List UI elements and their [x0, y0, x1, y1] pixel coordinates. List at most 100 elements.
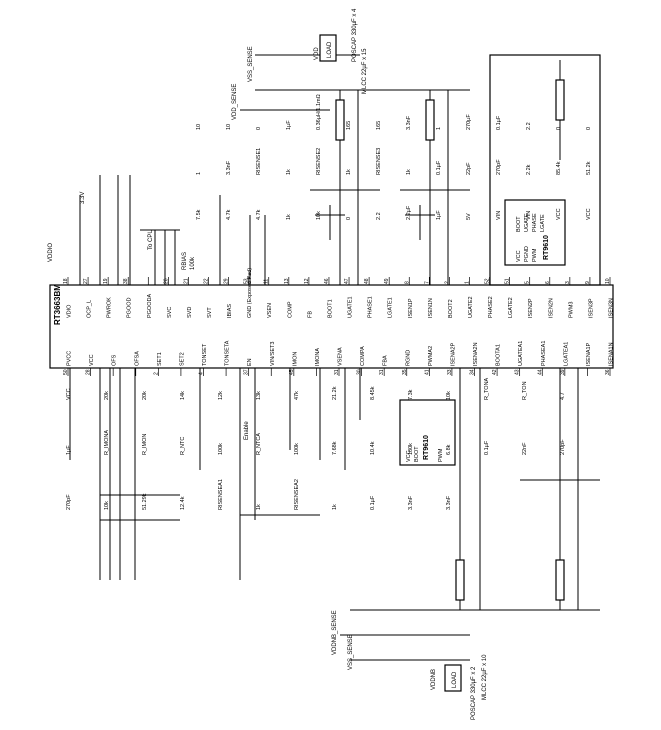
- component-value: 20k: [104, 391, 110, 400]
- component-value: 22nF: [522, 442, 528, 455]
- ic-pin-number: 4: [199, 372, 205, 375]
- ic-pin-label: VSEN: [267, 303, 273, 318]
- ic-pin-label: TONSETA: [225, 340, 231, 366]
- ic-pin-number: 46: [324, 278, 330, 284]
- component-value: RISENSE1: [256, 148, 262, 175]
- main-ic-body: [49, 284, 614, 369]
- vddnb-label: VDDNB: [431, 669, 437, 690]
- ic-pin-label: ISEN2N: [548, 298, 554, 318]
- driver-top-pin-vcc: VCC: [516, 250, 522, 262]
- component-value: RISENSE2: [316, 148, 322, 175]
- phase1-block: [300, 89, 380, 285]
- phase2-inductor: [425, 99, 435, 141]
- component-value: 13k: [256, 391, 262, 400]
- rbias-label: RBIAS: [182, 252, 188, 270]
- component-value: 2.2k: [526, 164, 532, 175]
- ic-pin-label: PWM3: [568, 302, 574, 319]
- vdd-poscap-label: POSCAP 330µF x 4: [352, 8, 358, 62]
- component-value: 1µF: [286, 120, 292, 130]
- ic-pin-label: PWROK: [107, 297, 113, 318]
- ic-pin-label: OFS: [112, 354, 118, 366]
- ic-pin-label: VDIO: [67, 304, 73, 318]
- ic-pin-label: PHASEA1: [541, 341, 547, 366]
- ic-pin-number: 7: [424, 281, 430, 284]
- ic-pin-label: OCP_L: [87, 300, 93, 318]
- driver-bottom-box: [399, 399, 456, 466]
- component-value: VCC: [586, 208, 592, 220]
- ic-pin-number: 38: [123, 278, 129, 284]
- component-value: R_NTC: [180, 437, 186, 455]
- vss-sense-bottom-label: VSS_SENSE: [348, 634, 354, 670]
- component-value: 270pF: [496, 159, 502, 175]
- v33-label: 3.3V: [80, 192, 86, 204]
- ic-pin-number: 27: [83, 278, 89, 284]
- ic-pin-number: 2: [444, 281, 450, 284]
- ic-pin-number: 9: [585, 281, 591, 284]
- ic-pin-label: GND (Exposed Pad): [247, 268, 253, 318]
- ic-pin-label: SET1: [157, 352, 163, 366]
- component-value: 2.2: [376, 212, 382, 220]
- ic-pin-label: ISEN1N: [428, 298, 434, 318]
- main-ic-name: RT3663BM: [53, 284, 62, 325]
- ic-pin-number: 44: [537, 369, 543, 375]
- component-value: 10k: [316, 211, 322, 220]
- component-value: 14k: [180, 391, 186, 400]
- ic-pin-label: ISEN1P: [408, 298, 414, 318]
- ic-pin-label: OFSA: [134, 351, 140, 366]
- ic-pin-label: VSENA: [338, 347, 344, 366]
- ic-pin-label: SVD: [187, 307, 193, 318]
- ic-pin-label: SVT: [207, 307, 213, 318]
- component-value: 0.1µF: [484, 440, 490, 455]
- phaseA2-inductor: [455, 559, 465, 601]
- ic-pin-number: 31: [334, 369, 340, 375]
- driver-top-pin-pgnd: PGND: [524, 246, 530, 262]
- component-value: 4.7: [560, 392, 566, 400]
- component-value: 22pF: [466, 162, 472, 175]
- phaseA1-inductor: [555, 559, 565, 601]
- component-value: VCC: [66, 388, 72, 400]
- ic-pin-number: 34: [470, 369, 476, 375]
- component-value: 100k: [294, 443, 300, 455]
- component-value: 0.1µF: [436, 160, 442, 175]
- ic-pin-label: IMONA: [315, 348, 321, 366]
- vdd-label: VDD: [314, 47, 320, 60]
- ic-pin-label: FBA: [383, 355, 389, 366]
- vddnb-output-network: LOAD VDDNB POSCAP 330µF x 2 MLCC 22µF x …: [332, 609, 600, 720]
- ic-pin-label: BOOT2: [448, 299, 454, 318]
- component-value: 100k: [218, 443, 224, 455]
- component-value: 1k: [346, 169, 352, 175]
- component-value: 1: [436, 127, 442, 130]
- ic-pin-label: PHASE1: [368, 296, 374, 318]
- component-value: 51.29k: [142, 493, 148, 510]
- component-value: 51.2k: [586, 161, 592, 175]
- component-value: 1µF: [436, 210, 442, 220]
- component-value: 1k: [256, 504, 262, 510]
- ic-pin-number: 3: [565, 281, 571, 284]
- to-cpu-label: To CPU: [148, 229, 154, 250]
- phaseA2-block: RT9610 VCC BOOT PWM: [399, 368, 481, 610]
- ic-pin-label: RGND: [405, 350, 411, 366]
- ic-pin-number: 52: [485, 278, 491, 284]
- ic-pin-number: 29: [224, 278, 230, 284]
- ic-pin-number: 6: [545, 281, 551, 284]
- vdd-mlcc-label: MLCC 22µF x 15: [362, 48, 368, 94]
- ic-pin-label: PHASE2: [488, 296, 494, 318]
- driver-top-pin-pwm: PWM: [532, 248, 538, 262]
- ic-pin-label: UGATE1: [348, 296, 354, 318]
- ic-pin-number: 45: [289, 369, 295, 375]
- rbias-value: 100k: [190, 256, 196, 270]
- component-value: 180k: [408, 443, 414, 455]
- vss-sense-top-label: VSS_SENSE: [248, 46, 254, 82]
- vddio-label: VDDIO: [48, 243, 54, 262]
- component-value: R_IMONA: [104, 430, 110, 455]
- ic-pin-number: 39: [560, 369, 566, 375]
- component-value: 7.3k: [408, 389, 414, 400]
- ic-pin-label: LGATE1: [388, 297, 394, 318]
- component-value: R_NTCA: [256, 433, 262, 455]
- component-value: 0: [346, 217, 352, 220]
- ic-pin-label: ISENA1P: [586, 342, 592, 366]
- ic-pin-number: 11: [264, 279, 270, 284]
- ic-pin-label: ISEN3N: [609, 298, 615, 318]
- component-value: 270pF: [66, 494, 72, 510]
